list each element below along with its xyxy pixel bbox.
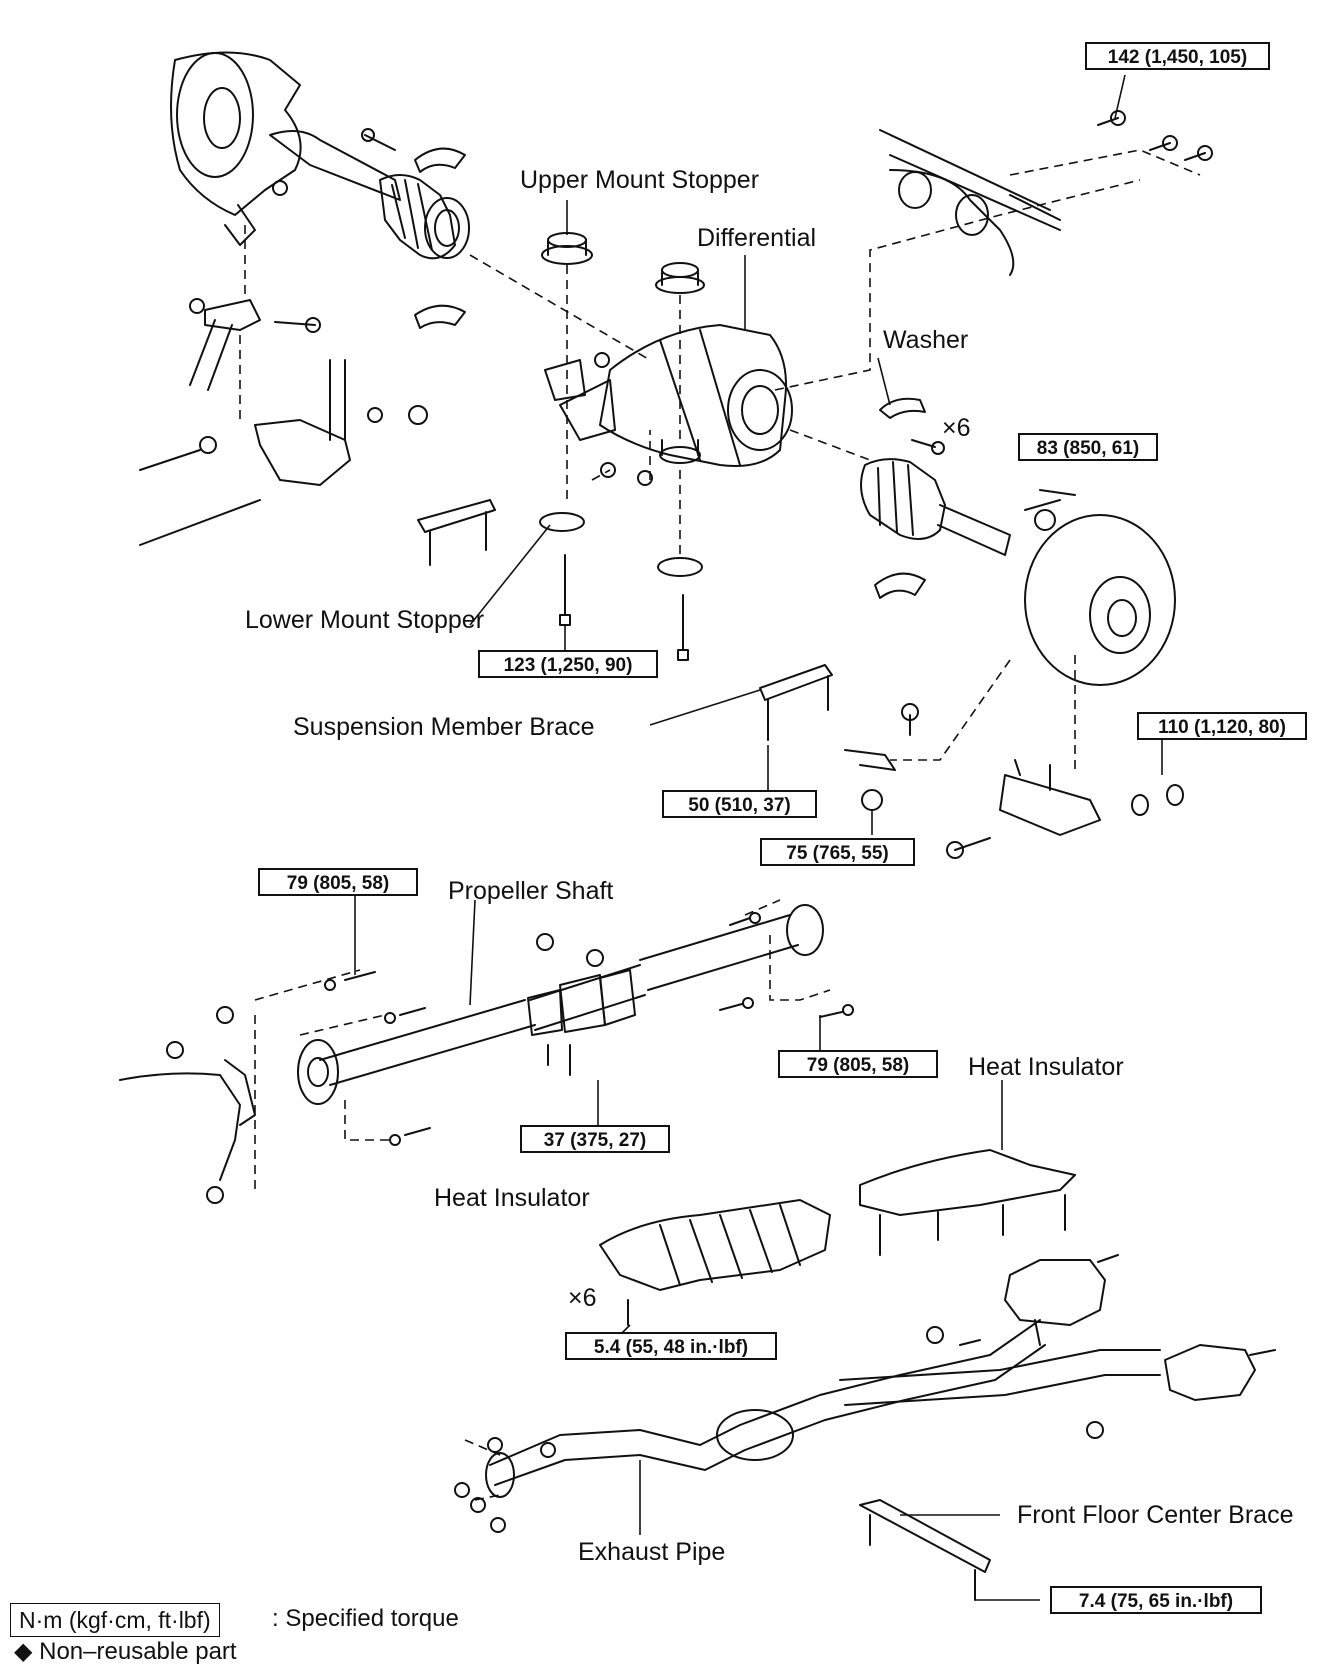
right-cv-boot xyxy=(860,458,1011,556)
front-floor-center-brace-label: Front Floor Center Brace xyxy=(1017,1501,1294,1529)
small-brace xyxy=(417,499,496,533)
legend-non-reusable: ◆ Non–reusable part xyxy=(14,1638,237,1665)
legend-torque-description: : Specified torque xyxy=(272,1605,459,1632)
heat-insulator-left-part xyxy=(599,1199,831,1326)
exhaust-pipe-part xyxy=(489,1254,1276,1486)
suspension-member-brace-part xyxy=(759,664,833,701)
lower-mount-stopper-part xyxy=(539,439,703,577)
transmission-flange xyxy=(119,1006,256,1204)
upper-mount-stopper-part xyxy=(541,232,593,265)
exhaust-pipe-label: Exhaust Pipe xyxy=(578,1538,726,1566)
body-frame-rail xyxy=(879,129,1061,276)
bracket-upper-left xyxy=(414,147,466,173)
lower-mount-stopper-label: Lower Mount Stopper xyxy=(245,606,485,634)
propeller-shaft-part xyxy=(297,904,824,1105)
mount-bolts xyxy=(559,352,689,661)
link-rod xyxy=(844,749,896,771)
legend-torque-unit: N·m (kgf·cm, ft·lbf) xyxy=(10,1603,220,1637)
lower-right-arm xyxy=(946,759,1184,859)
differential-body xyxy=(544,324,793,467)
exhaust-front-flange xyxy=(454,1437,556,1533)
propeller-shaft-label: Propeller Shaft xyxy=(448,877,614,905)
torque-brace-bolt: 50 (510, 37) xyxy=(662,790,817,818)
left-axle-hub xyxy=(170,51,470,260)
torque-floor-brace: 7.4 (75, 65 in.·lbf) xyxy=(1050,1586,1262,1614)
insulator-bolt-count: ×6 xyxy=(568,1284,597,1312)
upper-mount-stopper-label: Upper Mount Stopper xyxy=(520,166,760,194)
washer-bolt-count: ×6 xyxy=(942,414,971,442)
torque-frame-bolt: 142 (1,450, 105) xyxy=(1085,42,1270,70)
torque-shaft-front: 79 (805, 58) xyxy=(258,868,418,896)
left-lower-link xyxy=(139,298,428,546)
heat-insulator-right-part xyxy=(859,1149,1076,1256)
bracket-right xyxy=(874,572,926,599)
washer-bolt xyxy=(911,439,936,448)
right-hub xyxy=(1024,489,1176,686)
torque-link-nut: 75 (765, 55) xyxy=(760,838,915,866)
torque-heat-insulator: 5.4 (55, 48 in.·lbf) xyxy=(565,1332,777,1360)
torque-lower-arm: 110 (1,120, 80) xyxy=(1137,712,1307,740)
torque-shaft-rear: 79 (805, 58) xyxy=(778,1050,938,1078)
upper-mount-stopper-right xyxy=(655,262,705,294)
torque-washer-bolt: 83 (850, 61) xyxy=(1018,433,1158,461)
torque-lower-mount-bolt: 123 (1,250, 90) xyxy=(478,650,658,678)
heat-insulator-left-label: Heat Insulator xyxy=(434,1184,590,1212)
suspension-member-brace-label: Suspension Member Brace xyxy=(293,713,595,741)
differential-label: Differential xyxy=(697,224,817,252)
shaft-bolts xyxy=(324,912,854,1146)
torque-center-bearing: 37 (375, 27) xyxy=(520,1125,670,1153)
washer-label: Washer xyxy=(883,326,969,354)
heat-insulator-right-label: Heat Insulator xyxy=(968,1053,1124,1081)
front-floor-center-brace-part xyxy=(859,1499,991,1573)
bracket-lower-left xyxy=(414,304,466,329)
bolt-top-left xyxy=(364,134,396,151)
frame-bolts xyxy=(1097,110,1213,161)
washer-part xyxy=(879,397,926,419)
